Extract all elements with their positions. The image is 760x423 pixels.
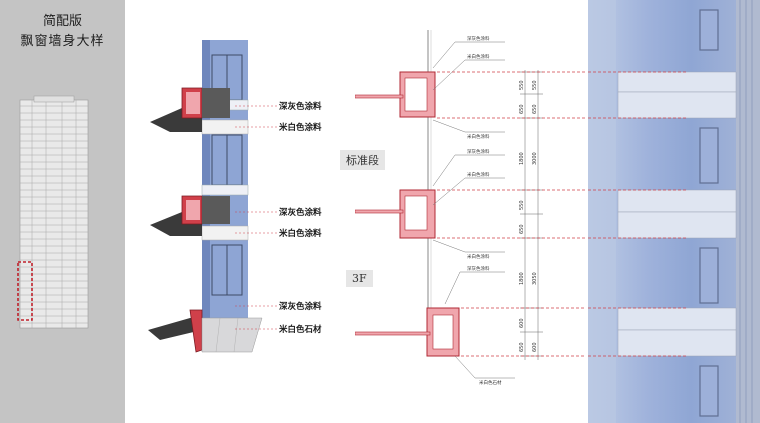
dim-1: 550 [519, 80, 525, 90]
highlight-box [17, 261, 33, 321]
dim-3: 650 [519, 104, 525, 114]
axonometric-view [148, 40, 278, 353]
segment-label-standard: 标准段 [340, 150, 385, 170]
section-note-3: 米白色涂料 [467, 133, 490, 140]
section-note-6: 米白色涂料 [467, 253, 490, 260]
section-note-8: 米白色石材 [479, 379, 502, 386]
section-note-4: 深灰色涂料 [467, 148, 490, 155]
section-note-5: 米白色涂料 [467, 171, 490, 178]
section-note-7: 深灰色涂料 [467, 265, 490, 272]
label-dark-grey-paint-3: 深灰色涂料 [279, 302, 322, 312]
dim-11: 600 [519, 318, 525, 328]
section-note-2: 米白色涂料 [467, 53, 490, 60]
facade-photo [588, 0, 760, 423]
label-dark-grey-paint-1: 深灰色涂料 [279, 102, 322, 112]
title-line-2: 飘窗墙身大样 [20, 34, 105, 49]
dim-8: 650 [519, 224, 525, 234]
dim-6: 3000 [532, 152, 538, 165]
dim-4: 650 [532, 104, 538, 114]
dim-2: 550 [532, 80, 538, 90]
dim-10: 3050 [532, 272, 538, 285]
segment-label-3f: 3F [346, 270, 373, 287]
label-dark-grey-paint-2: 深灰色涂料 [279, 208, 322, 218]
dim-12: 650 [519, 342, 525, 352]
dim-9: 1800 [519, 272, 525, 285]
section-note-1: 深灰色涂料 [467, 35, 490, 42]
section-drawing: 深灰色涂料 米白色涂料 米白色涂料 深灰色涂料 米白色涂料 米白色涂料 深灰色涂… [355, 30, 585, 386]
label-rice-white-paint-2: 米白色涂料 [279, 229, 322, 239]
label-rice-white-stone: 米白色石材 [279, 325, 322, 335]
label-rice-white-paint-1: 米白色涂料 [279, 123, 322, 133]
tower-elevation [17, 95, 89, 329]
dim-13: 600 [532, 342, 538, 352]
title-line-1: 简配版 [42, 14, 82, 29]
dim-5: 1800 [519, 152, 525, 165]
overview-panel: 简配版 飘窗墙身大样 [0, 0, 125, 423]
dim-7: 550 [519, 200, 525, 210]
